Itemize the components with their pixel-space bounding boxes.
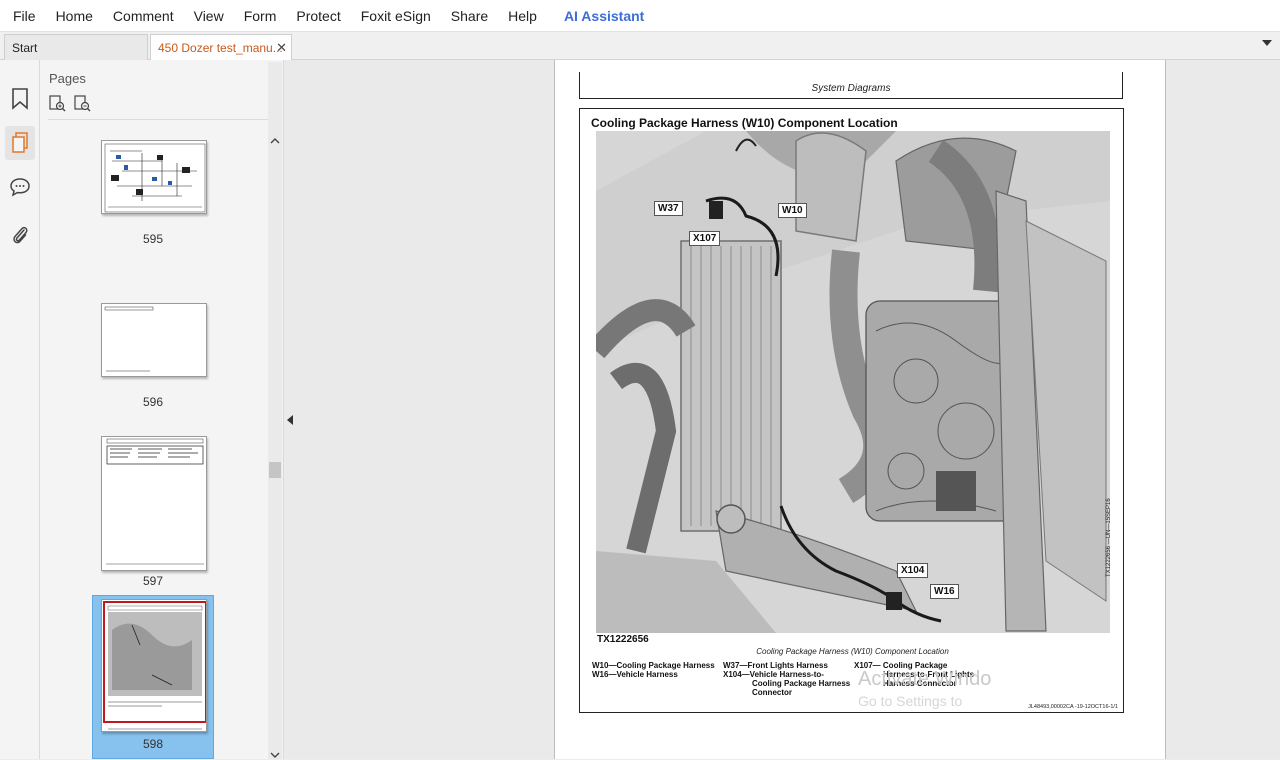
legend-item: Cooling Package Harness	[752, 679, 851, 688]
document-footer-code: JL48493,00002CA -19-12OCT16-1/1	[1028, 704, 1118, 710]
image-side-reference: TX1222656 —UN—15SEP16	[1106, 498, 1112, 577]
comment-icon[interactable]	[5, 170, 35, 204]
legend-item: W16—Vehicle Harness	[592, 670, 678, 679]
legend-column-3: X107— Cooling Package Harness-to-Front L…	[854, 661, 974, 688]
legend-item: W10—Cooling Package Harness	[592, 661, 715, 670]
pdf-page: System Diagrams Cooling Package Harness …	[554, 60, 1166, 759]
panel-toolbar	[49, 95, 91, 117]
tab-document[interactable]: 450 Dozer test_manu... ✕	[150, 34, 292, 60]
legend-item: Harness-to-Front Lights	[883, 670, 975, 679]
menu-foxit-esign[interactable]: Foxit eSign	[360, 7, 431, 24]
scrollbar-thumb[interactable]	[269, 462, 281, 478]
menu-share[interactable]: Share	[450, 7, 489, 24]
menu-protect[interactable]: Protect	[296, 7, 341, 24]
collapse-panel-icon[interactable]	[287, 415, 293, 425]
callout-w37: W37	[654, 201, 683, 216]
legend-column-2: W37—Front Lights Harness X104—Vehicle Ha…	[723, 661, 850, 697]
attachment-icon[interactable]	[5, 218, 35, 252]
activation-watermark-subtext: Go to Settings to	[858, 693, 963, 709]
image-reference: TX1222656	[597, 634, 649, 645]
engine-compartment-image: W37 W10 X107 X104 W16	[596, 131, 1110, 633]
callout-w16: W16	[930, 584, 959, 599]
panel-divider	[48, 119, 276, 120]
callout-x107: X107	[689, 231, 721, 246]
panel-title: Pages	[49, 71, 86, 86]
page-thumbnail-597[interactable]	[101, 436, 207, 571]
thumbnail-label-595: 595	[142, 232, 164, 246]
legend-item: W37—Front Lights Harness	[723, 661, 828, 670]
figure-caption: Cooling Package Harness (W10) Component …	[756, 647, 949, 656]
figure-title: Cooling Package Harness (W10) Component …	[591, 116, 898, 130]
pages-icon[interactable]	[5, 126, 35, 160]
thumbnail-label-596: 596	[142, 395, 164, 409]
activation-watermark: Activate Windo	[858, 668, 992, 690]
navigation-rail	[0, 60, 40, 759]
tab-list-dropdown-icon[interactable]	[1262, 40, 1272, 46]
figure-frame: Cooling Package Harness (W10) Component …	[579, 108, 1124, 713]
close-icon[interactable]: ✕	[276, 40, 287, 55]
page-thumbnail-596[interactable]	[101, 303, 207, 377]
menu-view[interactable]: View	[193, 7, 224, 24]
scroll-down-icon[interactable]	[268, 750, 282, 760]
legend-item: X107— Cooling Package	[854, 661, 948, 670]
bookmark-icon[interactable]	[5, 82, 35, 116]
panel-scrollbar[interactable]	[268, 62, 282, 759]
menu-bar: File Home Comment View Form Protect Foxi…	[0, 0, 1280, 32]
scroll-up-icon[interactable]	[268, 136, 282, 146]
menu-ai-assistant[interactable]: AI Assistant	[563, 7, 645, 24]
legend-column-1: W10—Cooling Package Harness W16—Vehicle …	[592, 661, 715, 679]
section-header-text: System Diagrams	[811, 83, 891, 94]
menu-file[interactable]: File	[13, 7, 36, 24]
legend-item: Connector	[752, 688, 792, 697]
pages-panel: Pages 595 596	[40, 60, 284, 759]
legend-item: X104—Vehicle Harness-to-	[723, 670, 824, 679]
page-thumbnail-595[interactable]	[101, 140, 207, 214]
menu-form[interactable]: Form	[243, 7, 277, 24]
section-header: System Diagrams	[579, 72, 1123, 99]
page-zoom-out-icon[interactable]	[74, 95, 91, 117]
tab-document-label: 450 Dozer test_manu...	[158, 40, 283, 55]
menu-comment[interactable]: Comment	[112, 7, 174, 24]
document-viewer[interactable]: System Diagrams Cooling Package Harness …	[285, 60, 1280, 759]
tab-bar: Start 450 Dozer test_manu... ✕	[0, 32, 1280, 60]
menu-home[interactable]: Home	[55, 7, 93, 24]
legend-item: Harness Connector	[883, 679, 957, 688]
page-zoom-in-icon[interactable]	[49, 95, 66, 117]
callout-w10: W10	[778, 203, 807, 218]
menu-help[interactable]: Help	[508, 7, 537, 24]
tab-start[interactable]: Start	[4, 34, 148, 60]
page-thumbnail-598[interactable]	[101, 599, 207, 732]
thumbnail-label-598: 598	[142, 737, 164, 751]
thumbnail-label-597: 597	[142, 574, 164, 588]
tab-start-label: Start	[12, 40, 38, 55]
callout-x104: X104	[897, 563, 929, 578]
